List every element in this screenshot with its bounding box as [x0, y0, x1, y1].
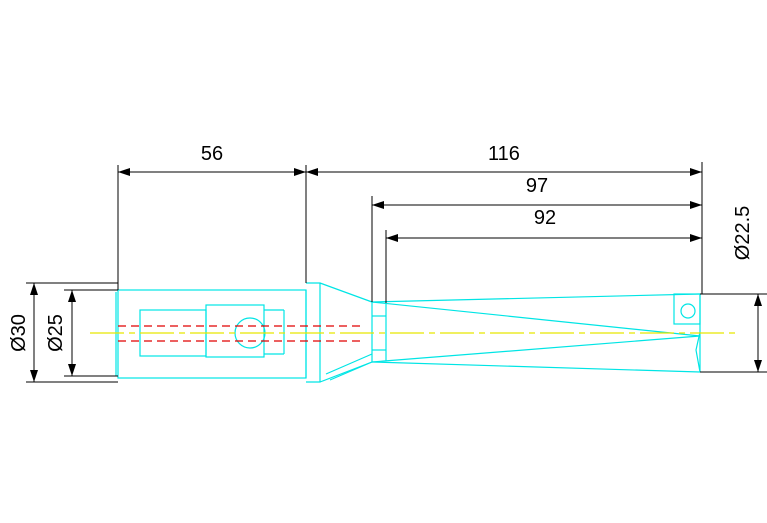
dim-text-tip-diameter: Ø22.5: [732, 206, 754, 260]
shank-body: [117, 289, 307, 379]
dim-text-overall-length: 116: [488, 143, 520, 165]
flute-inner-bottom: [371, 335, 701, 363]
tip-point: [695, 331, 701, 373]
flute-top-edge: [371, 293, 701, 303]
flute-inner-top: [371, 301, 701, 337]
chip-groove: [325, 353, 373, 381]
insert-screw: [680, 303, 696, 319]
dim-text-shank-length: 56: [201, 143, 223, 165]
dim-text-cutting-length: 92: [534, 207, 556, 229]
insert-pocket: [673, 293, 701, 325]
dim-text-shank-outer-diameter: Ø30: [8, 314, 30, 352]
tool-outline: [115, 282, 701, 383]
dimensions: 56 116 97 92 Ø22.5 Ø30 Ø25: [8, 143, 767, 383]
shank-flat-right: [205, 304, 265, 358]
dim-text-flute-length: 97: [526, 175, 548, 197]
flute-bottom-edge: [371, 361, 701, 373]
dim-text-shank-inner-diameter: Ø25: [45, 314, 67, 352]
